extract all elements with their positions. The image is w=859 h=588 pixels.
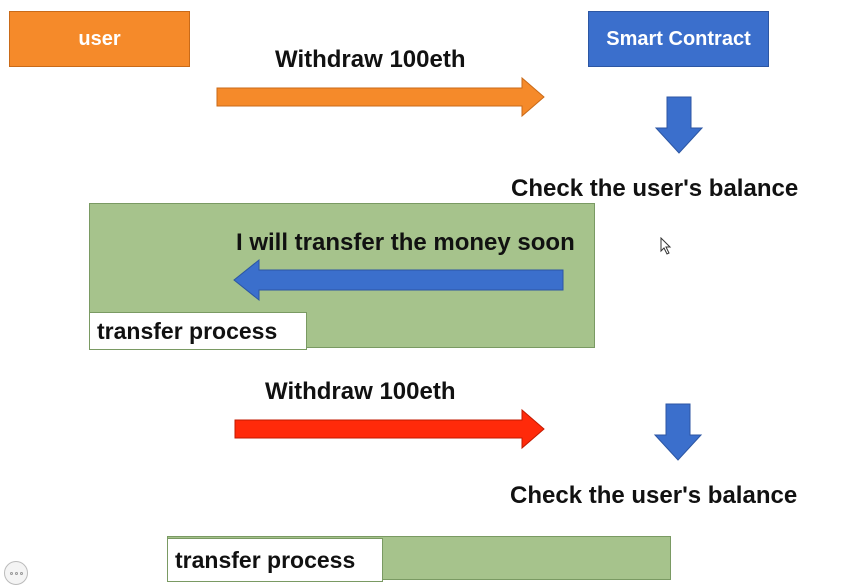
check-balance-label-2: Check the user's balance — [510, 482, 798, 509]
smart-contract-box: Smart Contract — [588, 11, 769, 67]
transfer-arrow — [233, 258, 564, 302]
transfer-process-label-2: transfer process — [175, 546, 356, 573]
withdraw-arrow-2 — [234, 408, 545, 450]
transfer-promise-label: I will transfer the money soon — [236, 229, 575, 256]
withdraw-label-1: Withdraw 100eth — [275, 46, 466, 73]
transfer-process-label-1: transfer process — [97, 317, 278, 344]
down-arrow-1 — [654, 96, 704, 154]
user-label: user — [78, 27, 121, 50]
withdraw-label-2: Withdraw 100eth — [265, 378, 456, 405]
withdraw-arrow-1 — [216, 76, 545, 118]
check-balance-label-1: Check the user's balance — [511, 175, 799, 202]
smart-contract-label: Smart Contract — [606, 27, 751, 50]
transfer-process-tag-2: transfer process — [167, 538, 383, 582]
user-box: user — [9, 11, 190, 67]
transfer-process-tag-1: transfer process — [89, 312, 307, 350]
mouse-pointer-icon — [660, 237, 672, 255]
loading-indicator-icon — [4, 561, 28, 585]
down-arrow-2 — [653, 403, 703, 461]
